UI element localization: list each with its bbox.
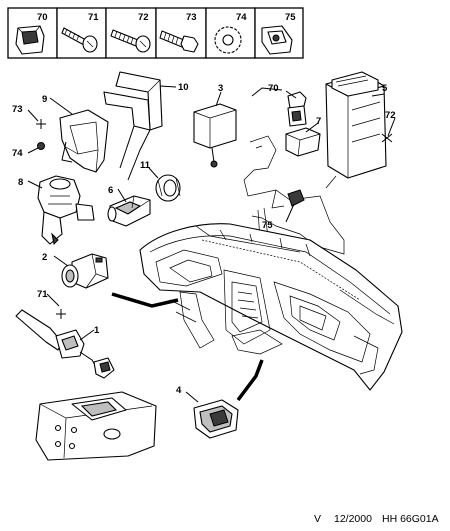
part-9-bracket (59, 109, 109, 173)
callout-75: 75 (262, 220, 273, 231)
fastener-box-71: 71 (56, 7, 107, 59)
part-71-screw-mark (56, 309, 66, 319)
callout-6: 6 (108, 185, 113, 196)
callout-71: 71 (37, 289, 48, 300)
callout-73: 73 (12, 104, 23, 115)
part-2-switch (61, 253, 109, 289)
screw-icon (61, 27, 98, 53)
part-72-screw-mark (381, 133, 393, 143)
callout-5: 5 (382, 83, 388, 94)
part-70-connector (251, 87, 307, 127)
fastener-box-73-ref: 73 (186, 12, 197, 23)
fastener-box-75: 75 (254, 7, 304, 59)
fastener-box-73: 73 (155, 7, 207, 59)
part-73-screw-mark (36, 119, 46, 129)
serrated-washer-icon (214, 26, 242, 54)
footer-version: V (314, 513, 321, 525)
callout-9: 9 (42, 94, 47, 105)
part-75-clip (287, 189, 305, 207)
callout-8: 8 (18, 177, 23, 188)
callout-4: 4 (176, 385, 182, 396)
callout-72: 72 (385, 110, 396, 121)
callout-labels: 1 2 3 4 5 6 7 8 9 10 11 70 71 72 73 74 7… (12, 82, 396, 396)
part-10-bracket (103, 71, 163, 181)
part-74-washer-mark (37, 142, 45, 150)
footer-date: 12/2000 (334, 513, 372, 525)
callout-74: 74 (12, 148, 23, 159)
bolt-icon (159, 30, 199, 53)
fastener-box-75-ref: 75 (285, 12, 296, 23)
mounting-bracket (243, 135, 345, 255)
connector-clip-icon (15, 25, 45, 55)
part-4-switch (193, 399, 239, 439)
footer-ref: HH 66G01A (382, 513, 439, 525)
part-8-actuator (37, 175, 95, 246)
callout-3: 3 (218, 83, 223, 94)
steering-column-shroud (35, 391, 157, 461)
footer: V 12/2000 HH 66G01A (314, 513, 439, 525)
part-11-grommet (155, 174, 181, 202)
part-1-stalk-switch (15, 309, 115, 379)
callout-10: 10 (178, 82, 189, 93)
screw-icon (110, 29, 151, 53)
part-6-sensor (107, 195, 151, 227)
fastener-box-71-ref: 71 (88, 12, 99, 23)
fastener-box-70-ref: 70 (37, 12, 48, 23)
callout-2: 2 (42, 252, 47, 263)
clip-nut-icon (261, 25, 293, 55)
fastener-box-74-ref: 74 (236, 12, 247, 23)
part-7-module (285, 127, 321, 157)
fastener-box-72-ref: 72 (138, 12, 149, 23)
callout-11: 11 (140, 160, 151, 171)
part-3-relay (193, 103, 237, 168)
callout-1: 1 (94, 325, 100, 336)
part-5-ecu (325, 71, 387, 179)
fastener-box-72: 72 (105, 7, 157, 59)
fastener-box-74: 74 (205, 7, 256, 59)
callout-70: 70 (268, 83, 279, 94)
leader-lines (27, 85, 396, 403)
fastener-box-70: 70 (7, 7, 58, 59)
dashboard-assembly (139, 223, 403, 391)
callout-7: 7 (316, 116, 321, 127)
